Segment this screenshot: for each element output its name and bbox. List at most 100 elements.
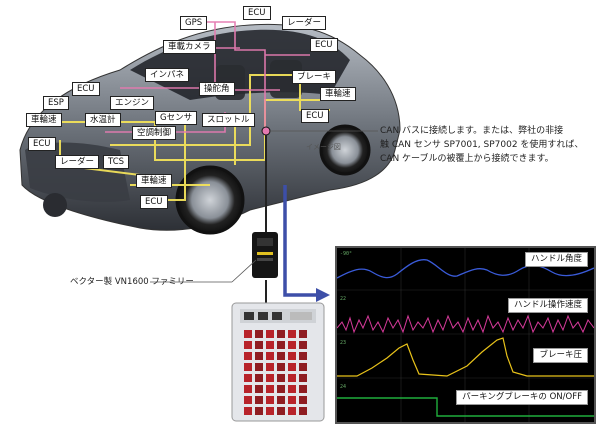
label-car-camera: 車載カメラ bbox=[163, 40, 216, 54]
trace-brake-pressure bbox=[337, 337, 594, 377]
signal-traces bbox=[337, 248, 594, 422]
label-gps: GPS bbox=[180, 16, 208, 30]
terminal-block bbox=[299, 396, 307, 404]
label-ecu: ECU bbox=[72, 82, 100, 96]
terminal-block bbox=[288, 374, 296, 382]
terminal-block bbox=[299, 352, 307, 360]
terminal-block bbox=[277, 363, 285, 371]
scope-axis-tick: 24 bbox=[340, 384, 347, 390]
signal-display: -90° 22 23 24 ハンドル角度 ハンドル操作速度 ブレーキ圧 パーキン… bbox=[335, 246, 596, 424]
label-ecu: ECU bbox=[140, 195, 168, 209]
data-logger-device bbox=[231, 302, 325, 422]
terminal-block bbox=[277, 330, 285, 338]
terminal-block bbox=[244, 330, 252, 338]
label-radar: レーダー bbox=[282, 16, 327, 30]
terminal-block bbox=[288, 330, 296, 338]
terminal-block bbox=[255, 385, 263, 393]
label-ecu: ECU bbox=[243, 6, 271, 20]
signal-label-steering-angle: ハンドル角度 bbox=[524, 252, 588, 267]
terminal-block bbox=[255, 374, 263, 382]
terminal-block bbox=[266, 396, 274, 404]
label-water-temp: 水温計 bbox=[85, 113, 121, 127]
terminal-block bbox=[288, 363, 296, 371]
terminal-block bbox=[288, 385, 296, 393]
front-wheel bbox=[175, 165, 245, 235]
image-caption: イメージ図 bbox=[306, 143, 341, 151]
front-left-wheel bbox=[43, 193, 67, 217]
label-aircon-control: 空調制御 bbox=[132, 126, 177, 140]
signal-label-parking-brake: パーキングブレーキの ON/OFF bbox=[456, 390, 588, 405]
device-label: ベクター製 VN1600 ファミリー bbox=[70, 277, 194, 287]
terminal-block bbox=[266, 374, 274, 382]
rear-wheel bbox=[319, 124, 371, 176]
label-radar: レーダー bbox=[55, 155, 100, 169]
terminal-block bbox=[299, 374, 307, 382]
terminal-block bbox=[244, 396, 252, 404]
trace-parking-brake bbox=[337, 397, 594, 417]
terminal-block bbox=[266, 341, 274, 349]
terminal-block bbox=[266, 363, 274, 371]
terminal-block bbox=[299, 407, 307, 415]
label-wheel-speed: 車輪速 bbox=[26, 113, 62, 127]
terminal-block bbox=[299, 330, 307, 338]
terminal-block bbox=[277, 374, 285, 382]
terminal-block bbox=[244, 385, 252, 393]
terminal-block bbox=[255, 396, 263, 404]
terminal-block bbox=[277, 396, 285, 404]
terminal-block bbox=[266, 385, 274, 393]
label-throttle: スロットル bbox=[202, 113, 255, 127]
terminal-block bbox=[299, 363, 307, 371]
trace-steering-speed bbox=[337, 314, 594, 334]
label-wheel-speed: 車輪速 bbox=[320, 87, 356, 101]
terminal-block bbox=[288, 396, 296, 404]
can-connection-point bbox=[261, 126, 271, 136]
terminal-block bbox=[266, 330, 274, 338]
can-note-line: CAN ケーブルの被覆上から接続できます。 bbox=[380, 154, 554, 164]
terminal-block bbox=[244, 363, 252, 371]
terminal-block bbox=[255, 341, 263, 349]
terminal-block bbox=[255, 363, 263, 371]
label-tcs: TCS bbox=[103, 155, 130, 169]
scope-axis-tick: 22 bbox=[340, 296, 347, 302]
terminal-block bbox=[244, 341, 252, 349]
signal-arrowhead bbox=[316, 288, 330, 302]
label-engine: エンジン bbox=[110, 96, 155, 110]
terminal-block bbox=[266, 352, 274, 360]
scope-axis-tick: -90° bbox=[340, 251, 353, 257]
terminal-block bbox=[244, 407, 252, 415]
signal-label-brake-pressure: ブレーキ圧 bbox=[533, 348, 588, 363]
terminal-block bbox=[244, 374, 252, 382]
terminal-block bbox=[299, 341, 307, 349]
terminal-block bbox=[288, 352, 296, 360]
label-brake: ブレーキ bbox=[292, 70, 337, 84]
terminal-block bbox=[266, 407, 274, 415]
terminal-block bbox=[255, 330, 263, 338]
can-note: CAN バスに接続します。または、弊社の非接 触 CAN センサ SP7001,… bbox=[380, 124, 595, 166]
label-steering-angle: 操舵角 bbox=[199, 82, 235, 96]
terminal-block bbox=[255, 352, 263, 360]
car-seat bbox=[270, 60, 302, 98]
vn1600-interface bbox=[252, 232, 278, 278]
terminal-block bbox=[288, 341, 296, 349]
terminal-block bbox=[255, 407, 263, 415]
label-wheel-speed: 車輪速 bbox=[136, 174, 172, 188]
signal-arrow bbox=[283, 185, 318, 297]
terminal-block bbox=[244, 352, 252, 360]
terminal-block bbox=[299, 385, 307, 393]
terminal-block bbox=[277, 385, 285, 393]
label-g-sensor: Gセンサ bbox=[155, 111, 198, 125]
terminal-block bbox=[277, 341, 285, 349]
trace-steering-angle bbox=[337, 259, 594, 279]
signal-label-steering-speed: ハンドル操作速度 bbox=[507, 298, 588, 313]
label-ecu: ECU bbox=[301, 109, 329, 123]
can-note-line: CAN バスに接続します。または、弊社の非接 bbox=[380, 126, 564, 136]
terminal-block bbox=[288, 407, 296, 415]
label-esp: ESP bbox=[43, 96, 69, 110]
label-instrument-panel: インパネ bbox=[145, 68, 190, 82]
can-note-line: 触 CAN センサ SP7001, SP7002 を使用すれば、 bbox=[380, 140, 584, 150]
label-ecu: ECU bbox=[310, 38, 338, 52]
terminal-block bbox=[277, 352, 285, 360]
label-ecu: ECU bbox=[28, 137, 56, 151]
terminal-block bbox=[277, 407, 285, 415]
